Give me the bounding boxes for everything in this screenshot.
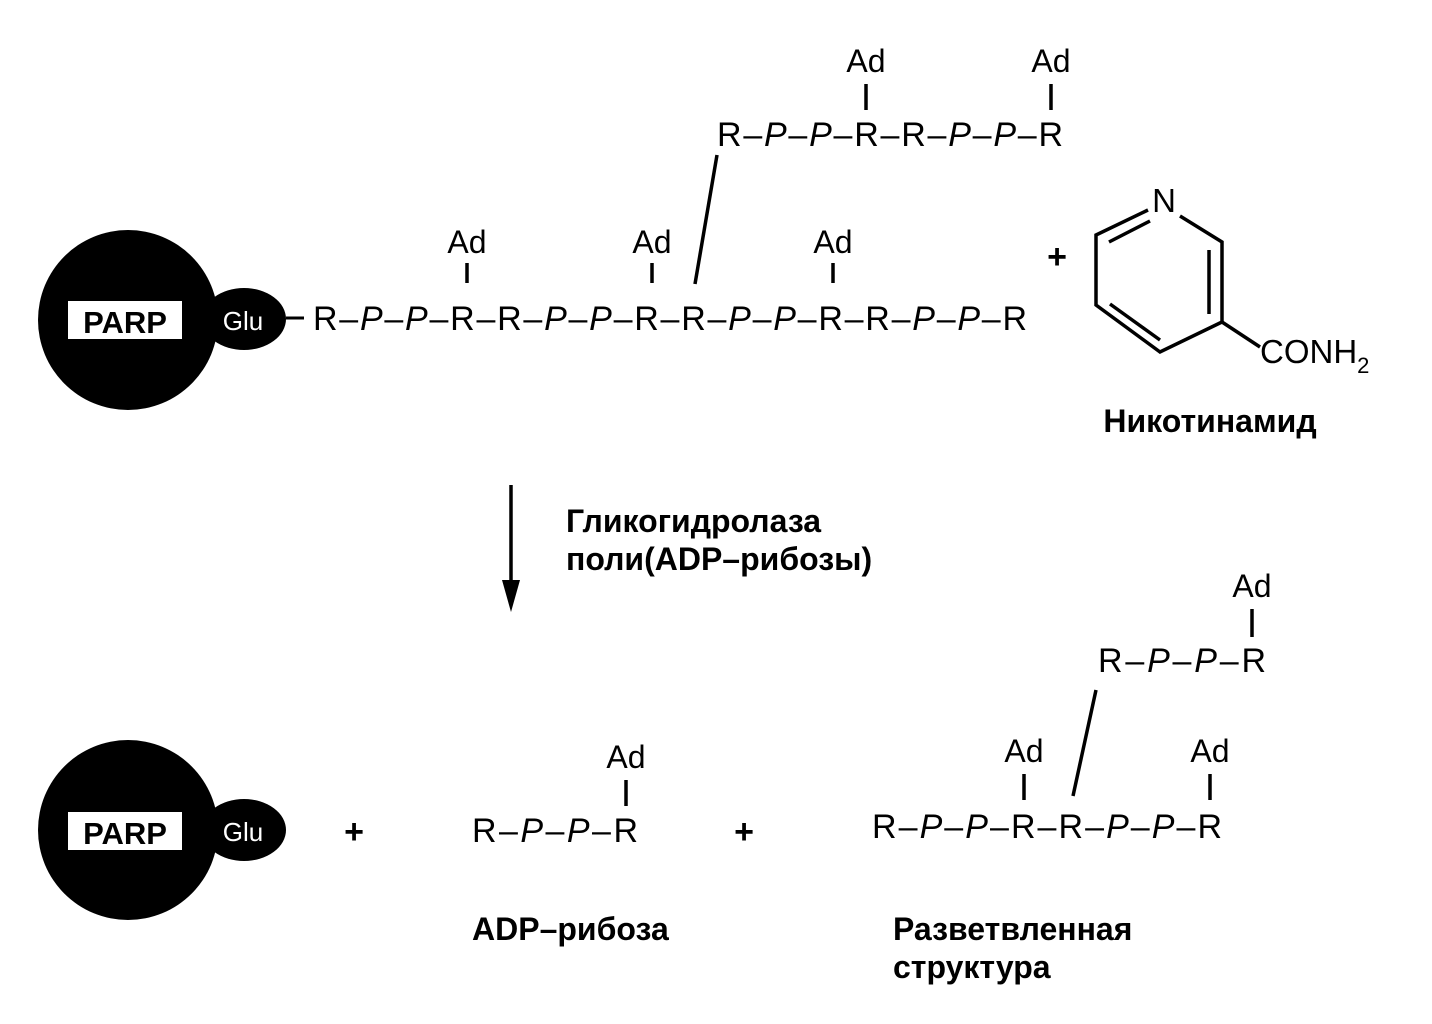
adp-ribose-product: R–P–P–R Ad [472,739,646,850]
parp-enzyme-bottom: PARP Glu [38,740,286,920]
ad-label: Ad [1031,43,1070,79]
ad-label: Ad [447,224,486,260]
branched-structure-name-line1: Разветвленная [893,911,1132,947]
enzyme-name-line2: поли(ADP–рибозы) [566,541,872,577]
ring-nitrogen-label: N [1152,182,1176,219]
conh2-label: CONH2 [1260,333,1369,378]
branched-upper-chain-text: R–P–P–R [1098,642,1266,680]
ad-label: Ad [632,224,671,260]
glu-label: Glu [223,306,263,336]
upper-branch-chain-text: R–P–P–R–R–P–P–R [717,116,1063,154]
parp-label: PARP [83,816,167,851]
ad-label: Ad [1004,733,1043,769]
ad-label: Ad [846,43,885,79]
branched-structure-product: R–P–P–R Ad R–P–P–R–R–P–P–R Ad Ad [872,568,1272,846]
upper-branch: R–P–P–R–R–P–P–R Ad Ad [717,43,1071,154]
nicotinamide-name: Никотинамид [1103,403,1316,439]
ad-label: Ad [1190,733,1229,769]
ad-label: Ad [1232,568,1271,604]
ad-label: Ad [813,224,852,260]
branched-structure-name-line2: структура [893,949,1051,985]
parp-enzyme-top: PARP Glu [38,230,304,410]
branch-bond-bottom [1071,689,1098,797]
adp-ribose-chain-text: R–P–P–R [472,812,638,850]
glu-label: Glu [223,817,263,847]
parp-label: PARP [83,305,167,340]
branched-lower-chain-text: R–P–P–R–R–P–P–R [872,808,1222,846]
poly-adp-ribose-main-chain: R–P–P–R–R–P–P–R–R–P–P–R–R–P–P–R [313,300,1027,338]
plus-sign: + [344,813,364,851]
adenine-labels-main: Ad Ad Ad [447,224,853,283]
main-chain-text: R–P–P–R–R–P–P–R–R–P–P–R–R–P–P–R [313,300,1027,338]
branch-bond-top [693,154,719,285]
plus-sign: + [1047,238,1067,276]
nicotinamide-structure: N CONH2 [1094,182,1369,378]
adp-ribose-name: ADP–рибоза [472,911,669,947]
plus-sign: + [734,813,754,851]
enzyme-name-line1: Гликогидролаза [566,503,821,539]
reaction-arrow [502,485,520,612]
ad-label: Ad [606,739,645,775]
